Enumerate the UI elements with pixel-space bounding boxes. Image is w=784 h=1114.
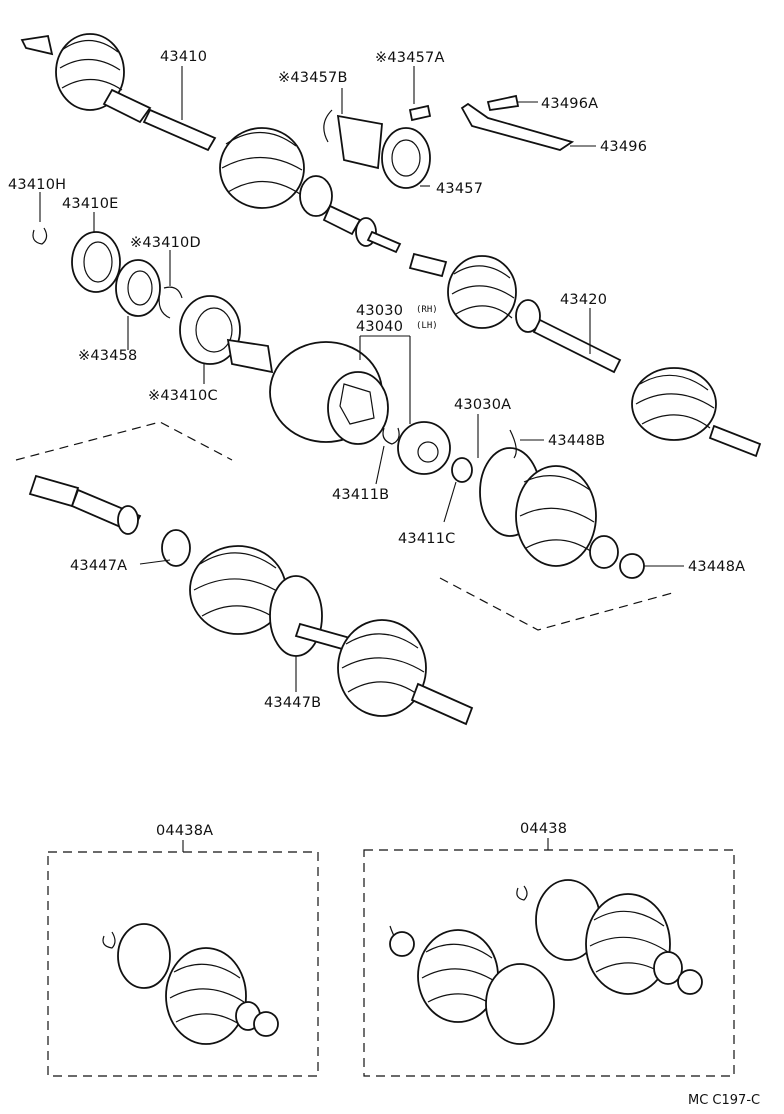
kit-box-04438[interactable]: 04438: [363, 821, 735, 1077]
label-43410D: ※43410D: [130, 235, 201, 251]
label-43040-lh: (LH): [416, 321, 438, 331]
kit-label-04438A: 04438A: [156, 823, 213, 839]
label-43458: ※43458: [78, 348, 137, 364]
label-43410: 43410: [160, 49, 207, 65]
kit-label-04438: 04438: [520, 821, 567, 837]
label-43420: 43420: [560, 292, 607, 308]
label-43411C: 43411C: [398, 531, 455, 547]
label-43457A: ※43457A: [375, 50, 445, 66]
label-43030: 43030: [356, 303, 403, 319]
label-43447B: 43447B: [264, 695, 321, 711]
label-43457: 43457: [436, 181, 483, 197]
label-43410E: 43410E: [62, 196, 119, 212]
label-43447A: 43447A: [70, 558, 127, 574]
shaft-assembly-lower: 43447A 43447B: [15, 421, 474, 726]
label-43030-rh: (RH): [416, 305, 438, 315]
label-43040: 43040: [356, 319, 403, 335]
label-43030A: 43030A: [454, 397, 511, 413]
boot-kit-43030A: 43030A 43448B 43448A: [439, 397, 745, 631]
label-43410C: ※43410C: [148, 388, 218, 404]
outboard-joint-43030: 43030 (RH) 43040 (LH) 43411B 43411C: [226, 303, 473, 547]
label-43411B: 43411B: [332, 487, 389, 503]
label-43448B: 43448B: [548, 433, 605, 449]
small-parts-left: 43410H 43410E ※43458 ※43410D ※43410C: [8, 177, 241, 404]
label-43448A: 43448A: [688, 559, 745, 575]
label-43410H: 43410H: [8, 177, 66, 193]
figure-code: MC C197-C: [688, 1093, 760, 1108]
shaft-assembly-43420: 43420: [408, 252, 762, 458]
label-43457B: ※43457B: [278, 70, 348, 86]
bearing-bracket-43457: ※43457B ※43457A 43457: [278, 50, 483, 197]
label-43496A: 43496A: [541, 96, 598, 112]
shaft-assembly-43410: 43410: [20, 33, 402, 254]
kit-box-04438A[interactable]: 04438A: [47, 823, 319, 1077]
label-43496: 43496: [600, 139, 647, 155]
stay-43496: 43496A 43496: [460, 94, 647, 155]
